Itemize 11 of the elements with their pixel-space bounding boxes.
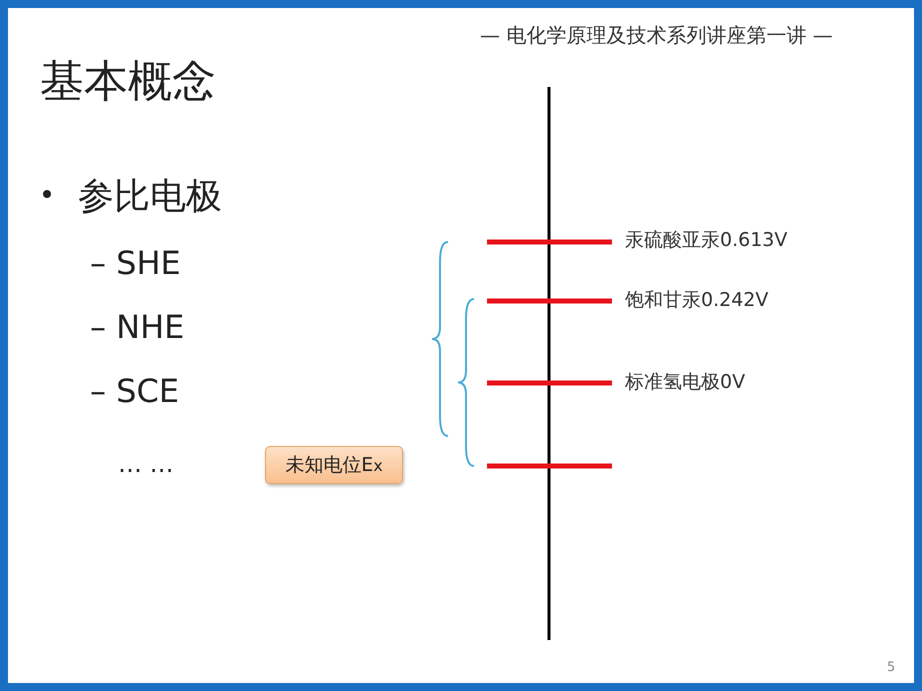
list-item: – SCE [90,372,180,410]
list-item: – NHE [90,308,184,346]
slide-title: 基本概念 [40,55,216,109]
bullet-text: 参比电极 [78,175,222,219]
page-number: 5 [887,660,896,675]
potential-label: 汞硫酸亚汞0.613V [625,228,788,253]
potential-label: 饱和甘汞0.242V [625,288,768,313]
potential-label: 标准氢电极0V [625,370,746,395]
list-item: – SHE [90,244,181,282]
list-item: … … [118,450,174,478]
header-text: — 电化学原理及技术系列讲座第一讲 — [480,22,833,49]
